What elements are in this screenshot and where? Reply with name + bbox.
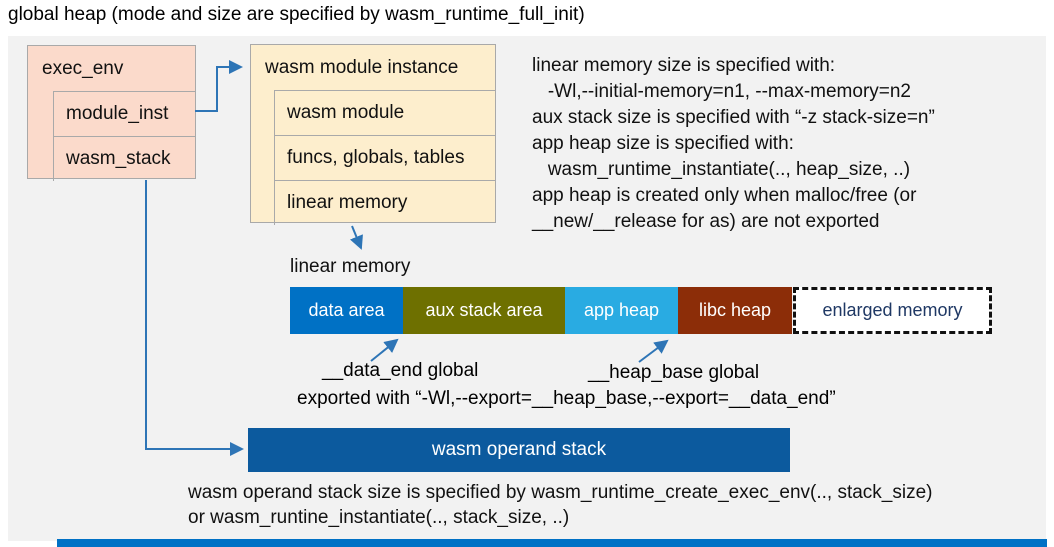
note-runtime-instantiate: wasm_runtime_instantiate(.., heap_size, … bbox=[532, 159, 911, 180]
export-flags-label: exported with “-Wl,--export=__heap_base,… bbox=[297, 388, 836, 409]
heap-base-global-label: __heap_base global bbox=[588, 362, 760, 383]
module-instance-box: wasm module instance wasm module funcs, … bbox=[250, 44, 496, 225]
note-operand-stack-size: wasm operand stack size is specified by … bbox=[188, 482, 933, 503]
note-app-heap-size: app heap size is specified with: bbox=[532, 133, 794, 154]
module-instance-row-funcs-globals-tables: funcs, globals, tables bbox=[274, 135, 495, 180]
operand-stack-notes: wasm operand stack size is specified by … bbox=[188, 480, 933, 530]
segment-data-area: data area bbox=[290, 287, 403, 334]
diagram-title: global heap (mode and size are specified… bbox=[8, 4, 585, 25]
note-initial-max-memory: -Wl,--initial-memory=n1, --max-memory=n2 bbox=[532, 81, 911, 102]
global-heap-strip bbox=[57, 539, 1047, 547]
module-instance-row-wasm-module: wasm module bbox=[274, 90, 495, 135]
wasm-operand-stack-bar: wasm operand stack bbox=[248, 428, 790, 472]
note-app-heap-created-1: app heap is created only when malloc/fre… bbox=[532, 185, 917, 206]
segment-libc-heap: libc heap bbox=[678, 287, 792, 334]
note-linear-memory-size: linear memory size is specified with: bbox=[532, 55, 836, 76]
module-instance-header: wasm module instance bbox=[265, 57, 459, 78]
note-aux-stack-size: aux stack size is specified with “-z sta… bbox=[532, 107, 935, 128]
segment-aux-stack-area: aux stack area bbox=[403, 287, 565, 334]
note-or-runtime-instantiate: or wasm_runtine_instantiate(.., stack_si… bbox=[188, 507, 570, 528]
note-app-heap-created-2: __new/__release for as) are not exported bbox=[532, 211, 880, 232]
segment-enlarged-memory: enlarged memory bbox=[793, 287, 992, 334]
data-end-global-label: __data_end global bbox=[322, 360, 479, 381]
linear-memory-label: linear memory bbox=[290, 256, 411, 277]
segment-app-heap: app heap bbox=[565, 287, 678, 334]
linear-memory-bar: data area aux stack area app heap libc h… bbox=[290, 287, 992, 334]
exec-env-rows: module_inst wasm_stack bbox=[53, 91, 195, 181]
exec-env-row-module-inst: module_inst bbox=[53, 91, 195, 136]
exec-env-header: exec_env bbox=[42, 58, 124, 79]
memory-size-notes: linear memory size is specified with: -W… bbox=[532, 53, 935, 235]
exec-env-row-wasm-stack: wasm_stack bbox=[53, 136, 195, 181]
exec-env-box: exec_env module_inst wasm_stack bbox=[27, 45, 196, 181]
module-instance-row-linear-memory: linear memory bbox=[274, 180, 495, 225]
module-instance-rows: wasm module funcs, globals, tables linea… bbox=[274, 90, 495, 225]
